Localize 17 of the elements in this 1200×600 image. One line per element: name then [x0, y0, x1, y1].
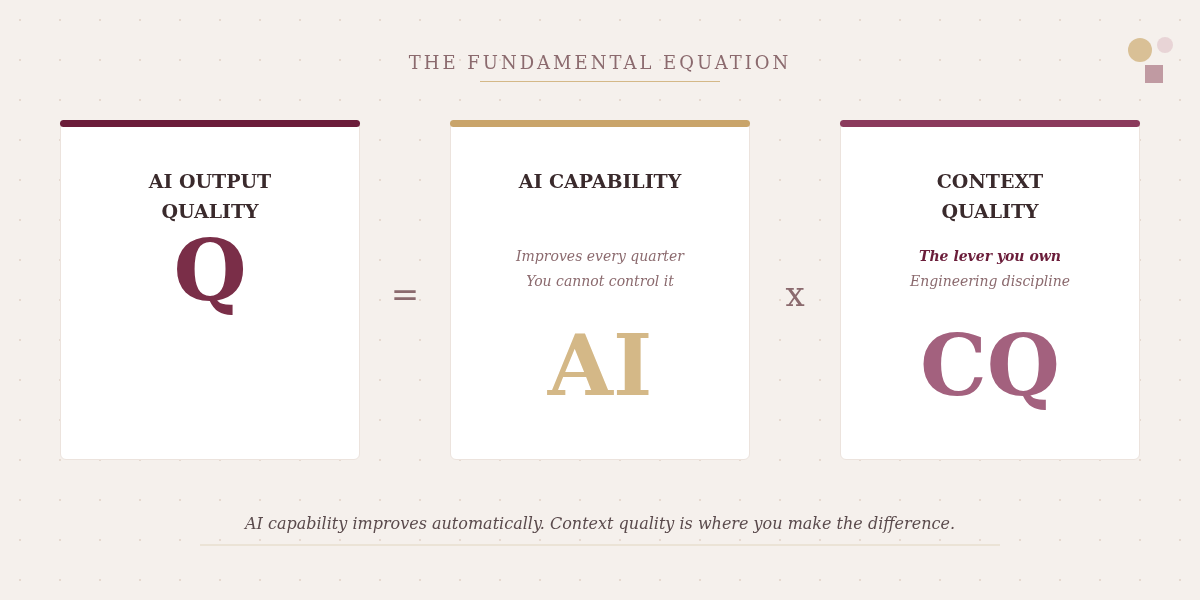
note-text: Improves every quarter: [515, 247, 686, 266]
note-text: The lever you own: [918, 247, 1062, 266]
card: [840, 120, 1140, 460]
symbol-text: CQ: [919, 316, 1061, 416]
symbol-text: Q: [173, 221, 247, 321]
card-heading: AI OUTPUT QUALITY: [147, 169, 273, 224]
note-text: Engineering discipline: [909, 272, 1071, 291]
card-heading: CONTEXT QUALITY: [935, 169, 1045, 224]
operator-symbol: x: [784, 273, 806, 316]
title: THE FUNDAMENTAL EQUATION: [407, 52, 793, 73]
caption: AI capability improves automatically. Context quality is where you make the difference.: [243, 514, 956, 533]
card-heading: AI CAPABILITY: [517, 169, 683, 194]
card: [60, 120, 360, 460]
card: [450, 120, 750, 460]
operator-symbol: =: [389, 273, 421, 316]
symbol-text: AI: [546, 316, 654, 416]
note-text: You cannot control it: [525, 272, 675, 291]
